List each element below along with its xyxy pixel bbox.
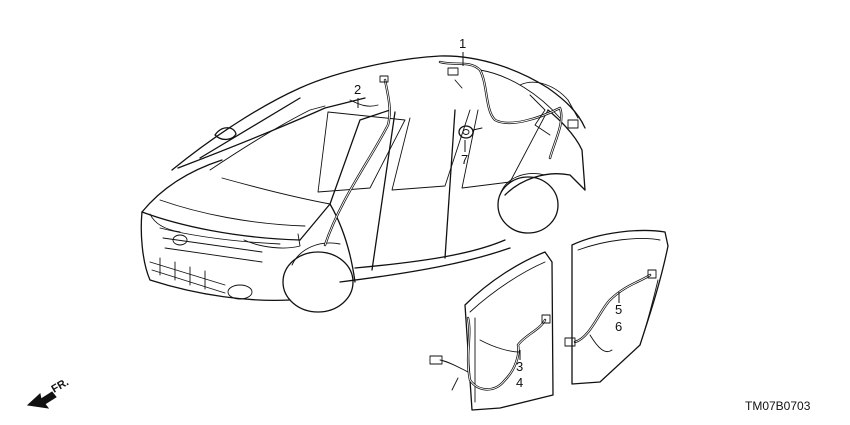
rear-door-illustration: [571, 229, 669, 385]
front-door-illustration: [464, 251, 554, 411]
svg-text:4: 4: [516, 375, 523, 390]
svg-text:7: 7: [461, 152, 468, 167]
callout-6: 6: [615, 319, 622, 334]
svg-text:5: 5: [615, 302, 622, 317]
roof-harness: [438, 60, 579, 160]
rear-door-harness: [564, 269, 657, 353]
front-door-harness: [429, 314, 551, 391]
svg-text:6: 6: [615, 319, 622, 334]
callout-3: 3: [516, 350, 523, 374]
callout-7: 7: [461, 140, 468, 167]
callout-2: 2: [354, 82, 361, 108]
pillar-harness: [323, 75, 391, 247]
callout-1: 1: [459, 36, 466, 66]
drawing-code: TM07B0703: [745, 399, 811, 413]
front-direction-indicator: FR.: [26, 376, 71, 409]
arrow-icon: [26, 391, 57, 409]
sedan-body-illustration: [140, 55, 586, 313]
callout-5: 5: [615, 292, 622, 317]
component-7-grommet: [458, 125, 483, 139]
callout-4: 4: [516, 375, 523, 390]
svg-text:3: 3: [516, 359, 523, 374]
svg-text:1: 1: [459, 36, 466, 51]
direction-label: FR.: [50, 376, 71, 395]
svg-text:2: 2: [354, 82, 361, 97]
